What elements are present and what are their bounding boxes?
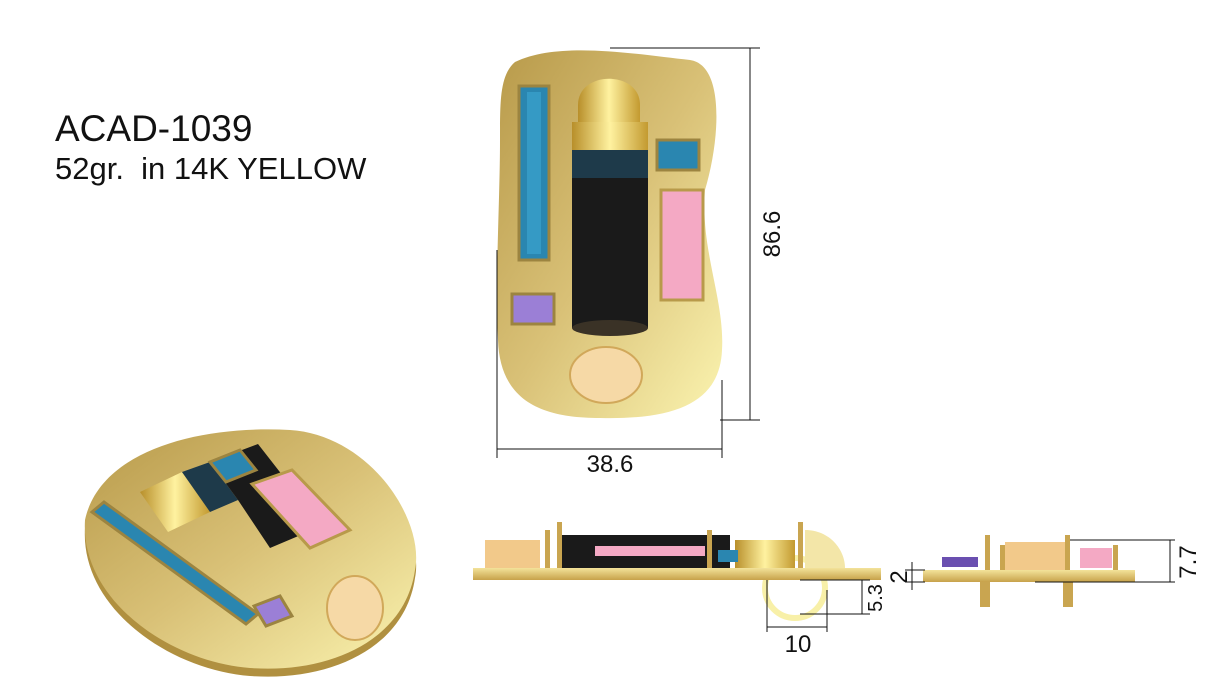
end-view [923,535,1135,607]
dimension-height-label: 86.6 [759,211,786,258]
isometric-view [84,429,417,677]
iso-blue-topaz-small [207,448,259,484]
dimension-total-depth-label: 7.7 [1175,545,1202,578]
dimension-height [610,47,760,421]
amethyst-baguette [510,292,556,326]
dimension-total-depth [1035,539,1175,583]
dimension-bail-drop-label: 5.3 [865,584,887,612]
iso-pink-baguette [249,468,353,550]
dimension-plate-thickness-label: 2 [886,570,913,583]
iso-citrine [326,575,384,641]
top-view [497,50,723,419]
iso-amethyst [251,594,295,628]
opal-band [572,150,648,180]
dimension-bail-width-label: 10 [785,631,812,658]
dimension-bail-width [766,580,828,632]
dimension-width [496,250,723,458]
onyx-cylinder [572,178,648,328]
bail-dome [578,78,640,130]
citrine-round [569,346,643,404]
weight-metal-spec: 52gr. in 14K YELLOW [55,151,367,186]
iso-opal-band [182,462,238,512]
dimension-bail-drop [800,579,870,615]
dimension-plate-thickness [905,562,925,590]
side-view [473,522,881,621]
model-number: ACAD-1039 [55,108,253,149]
pink-baguette [659,188,705,302]
blue-topaz-small [655,138,701,172]
dimension-width-label: 38.6 [587,451,634,478]
